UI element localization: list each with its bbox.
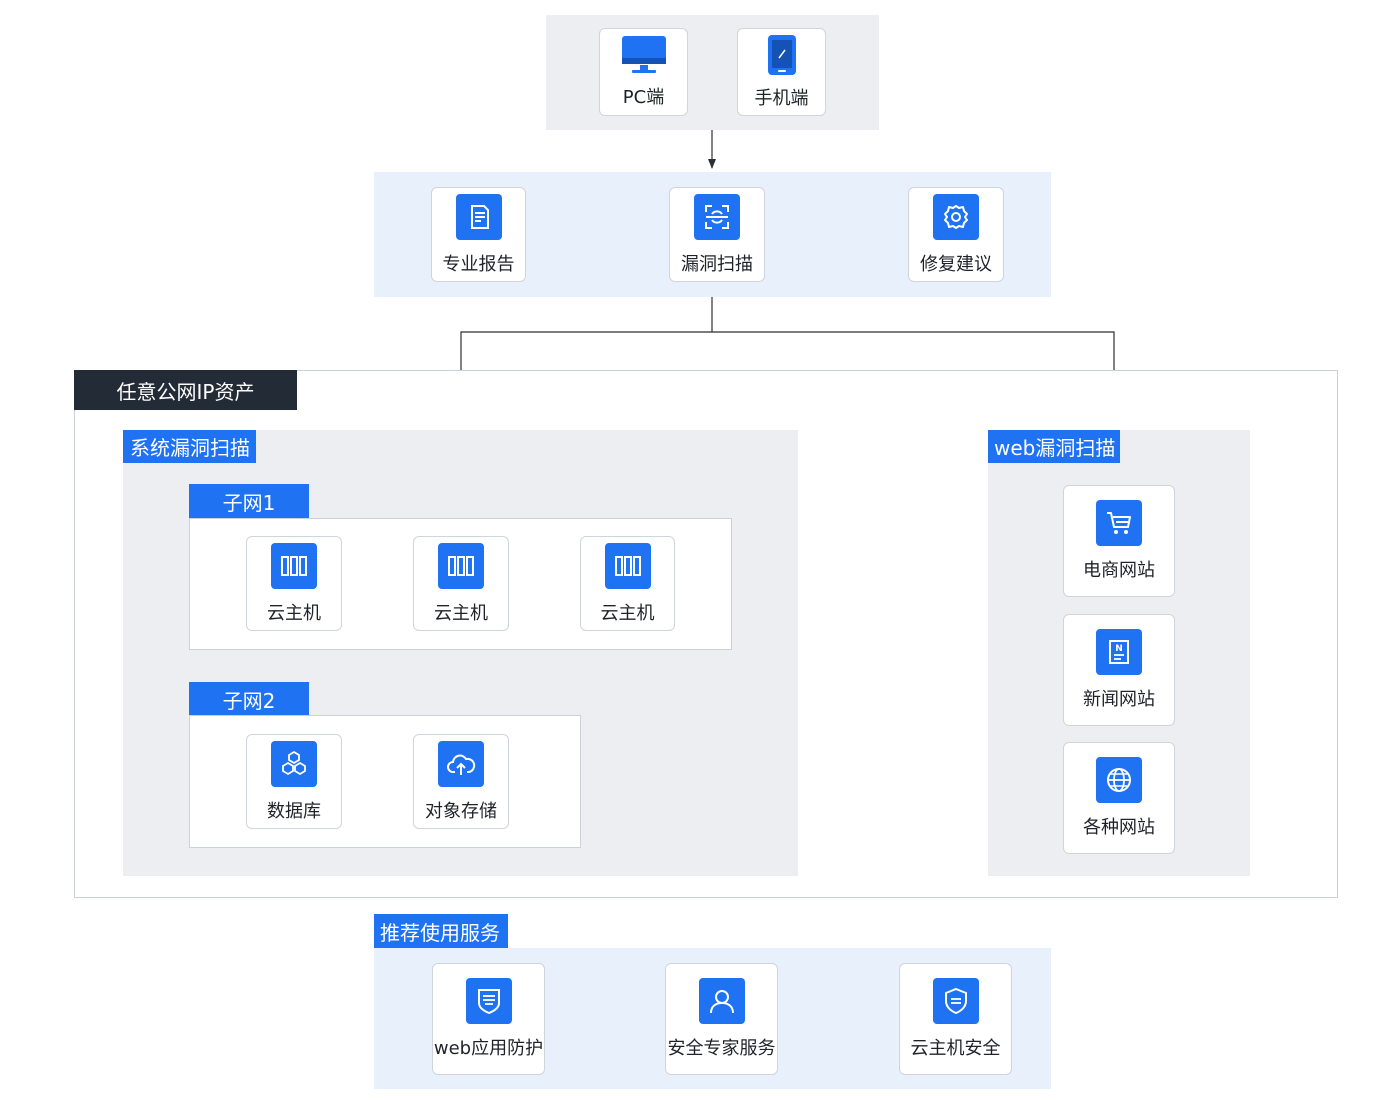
cloud-upload-icon	[438, 740, 484, 787]
scan-label: 漏洞扫描	[681, 253, 753, 275]
shopping-cart-icon	[1096, 500, 1142, 546]
web-scan-title: web漏洞扫描	[988, 430, 1120, 463]
report-card[interactable]: 专业报告	[431, 187, 526, 282]
waf-label: web应用防护	[433, 1038, 544, 1059]
server-icon	[271, 542, 317, 589]
news-card[interactable]: N 新闻网站	[1063, 614, 1175, 726]
newspaper-icon: N	[1096, 629, 1142, 675]
ecommerce-label: 电商网站	[1083, 560, 1155, 581]
general-site-card[interactable]: 各种网站	[1063, 742, 1175, 854]
user-icon	[698, 978, 745, 1024]
database-card[interactable]: 数据库	[246, 734, 342, 829]
waf-card[interactable]: web应用防护	[432, 963, 545, 1075]
storage-card[interactable]: 对象存储	[413, 734, 509, 829]
svg-text:N: N	[1115, 644, 1123, 654]
system-scan-title: 系统漏洞扫描	[123, 430, 256, 463]
database-label: 数据库	[267, 800, 321, 822]
firewall-shield-icon	[465, 978, 512, 1024]
host-card-3[interactable]: 云主机	[580, 536, 675, 631]
devices-panel	[546, 15, 879, 130]
subnet1-title: 子网1	[189, 484, 309, 518]
pc-label: PC端	[622, 87, 665, 108]
smartphone-icon	[767, 35, 796, 75]
recommended-title: 推荐使用服务	[374, 914, 508, 948]
assets-title: 任意公网IP资产	[74, 370, 297, 410]
news-label: 新闻网站	[1083, 689, 1155, 710]
scan-icon	[694, 193, 740, 240]
mobile-card[interactable]: 手机端	[737, 28, 826, 116]
fix-card[interactable]: 修复建议	[908, 187, 1004, 282]
expert-label: 安全专家服务	[667, 1038, 776, 1059]
fix-label: 修复建议	[920, 253, 992, 275]
report-label: 专业报告	[442, 253, 515, 275]
host-security-card[interactable]: 云主机安全	[899, 963, 1012, 1075]
database-cubes-icon	[271, 740, 317, 787]
general-site-label: 各种网站	[1083, 817, 1155, 838]
server-icon	[438, 542, 484, 589]
globe-icon	[1096, 757, 1142, 803]
host-security-label: 云主机安全	[910, 1038, 1001, 1059]
host-label-1: 云主机	[267, 602, 321, 624]
server-icon	[604, 542, 651, 589]
monitor-icon	[621, 36, 666, 73]
host-label-3: 云主机	[600, 602, 655, 624]
expert-card[interactable]: 安全专家服务	[665, 963, 778, 1075]
gear-icon	[933, 193, 979, 240]
host-card-1[interactable]: 云主机	[246, 536, 342, 631]
ecommerce-card[interactable]: 电商网站	[1063, 485, 1175, 597]
pc-card[interactable]: PC端	[599, 28, 688, 116]
mobile-label: 手机端	[754, 88, 809, 109]
document-icon	[455, 193, 502, 240]
host-card-2[interactable]: 云主机	[413, 536, 509, 631]
scan-card[interactable]: 漏洞扫描	[669, 187, 765, 282]
storage-label: 对象存储	[425, 800, 497, 822]
subnet2-title: 子网2	[189, 682, 309, 716]
shield-icon	[932, 978, 979, 1024]
host-label-2: 云主机	[434, 602, 488, 624]
